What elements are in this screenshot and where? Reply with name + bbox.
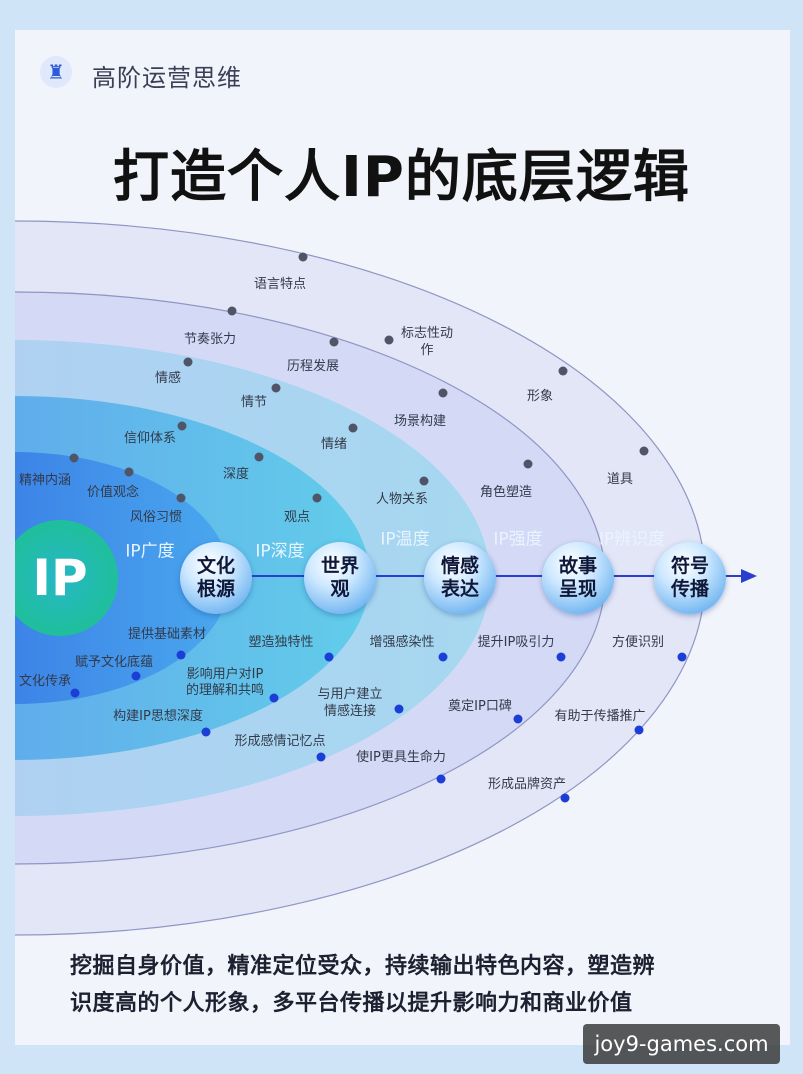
dot-marker — [329, 337, 339, 347]
dot-marker — [269, 693, 279, 703]
label: 深度 — [222, 467, 250, 482]
label: 与用户建立 — [317, 687, 383, 702]
dot-marker — [69, 453, 79, 463]
label: 历程发展 — [286, 359, 340, 374]
section-label: IP温度 — [380, 529, 430, 550]
label: 形成感情记忆点 — [234, 734, 326, 749]
dot-marker — [384, 335, 394, 345]
arrow-head-icon — [741, 569, 757, 583]
dot-marker — [176, 493, 186, 503]
dot-marker — [183, 357, 193, 367]
label: 的理解和共鸣 — [185, 683, 265, 698]
label: 角色塑造 — [479, 485, 533, 500]
ip-core-label: IP — [32, 549, 88, 607]
summary-line-1: 挖掘自身价值，精准定位受众，持续输出特色内容，塑造辨 — [70, 954, 656, 979]
node-text: 符号 — [670, 555, 709, 577]
dot-marker — [438, 388, 448, 398]
label: 有助于传播推广 — [554, 709, 646, 724]
label: 方便识别 — [611, 635, 665, 650]
label: 节奏张力 — [183, 332, 237, 347]
label: 增强感染性 — [369, 635, 435, 650]
node-emotion-expression: 情感表达 — [424, 542, 496, 614]
label: 情感连接 — [323, 704, 377, 719]
label: 道具 — [606, 472, 634, 487]
dot-marker — [324, 652, 334, 662]
dot-marker — [523, 459, 533, 469]
label: 场景构建 — [393, 414, 447, 429]
node-text: 文化 — [196, 555, 235, 577]
dot-marker — [419, 476, 429, 486]
dot-marker — [298, 252, 308, 262]
dot-marker — [438, 652, 448, 662]
node-worldview: 世界观 — [304, 542, 376, 614]
dot-marker — [634, 725, 644, 735]
watermark: joy9-games.com — [583, 1024, 780, 1064]
label: 情绪 — [320, 437, 348, 452]
label: 人物关系 — [375, 492, 429, 507]
label: 标志性动 — [400, 326, 454, 341]
dot-marker — [254, 452, 264, 462]
node-text: 故事 — [558, 555, 597, 577]
chess-rook-icon: ♜ — [40, 56, 72, 88]
label: 影响用户对IP — [186, 667, 264, 682]
label: 构建IP思想深度 — [113, 709, 203, 724]
dot-marker — [513, 714, 523, 724]
section-label: IP广度 — [125, 541, 175, 562]
label: 精神内涵 — [18, 473, 72, 488]
ip-core-circle — [15, 520, 118, 636]
dot-marker — [558, 366, 568, 376]
section-label: IP辨识度 — [598, 529, 666, 550]
node-text: 呈现 — [558, 578, 597, 600]
dot-marker — [436, 774, 446, 784]
node-text: 情感 — [440, 555, 479, 577]
label: 风俗习惯 — [129, 510, 183, 525]
label: 作 — [420, 343, 434, 358]
label: 语言特点 — [253, 277, 307, 292]
dot-marker — [556, 652, 566, 662]
dot-marker — [124, 467, 134, 477]
label: 使IP更具生命力 — [356, 750, 446, 765]
summary-line-2: 识度高的个人形象，多平台传播以提升影响力和商业价值 — [70, 991, 633, 1016]
node-story: 故事呈现 — [542, 542, 614, 614]
label: 文化传承 — [18, 674, 72, 689]
ring-1 — [15, 452, 230, 704]
node-text: 根源 — [196, 578, 235, 600]
node-text: 观 — [330, 578, 350, 600]
section-label: IP强度 — [493, 529, 543, 550]
dot-marker — [271, 383, 281, 393]
label: 情节 — [240, 395, 268, 410]
dot-marker — [176, 650, 186, 660]
dot-marker — [201, 727, 211, 737]
dot-marker — [70, 688, 80, 698]
node-text: 表达 — [440, 578, 479, 600]
dot-marker — [177, 421, 187, 431]
label: 奠定IP口碑 — [448, 699, 512, 714]
label: 提供基础素材 — [127, 627, 207, 642]
label: 塑造独特性 — [248, 635, 314, 650]
dot-marker — [560, 793, 570, 803]
dot-marker — [394, 704, 404, 714]
label: 形象 — [526, 389, 554, 404]
label: 观点 — [283, 510, 311, 525]
dot-marker — [131, 671, 141, 681]
label: 价值观念 — [86, 485, 140, 500]
label: 信仰体系 — [123, 431, 177, 446]
node-culture-root: 文化根源 — [180, 542, 252, 614]
section-label: IP深度 — [255, 541, 305, 562]
node-text: 传播 — [670, 578, 709, 600]
dot-marker — [677, 652, 687, 662]
label: 情感 — [154, 371, 182, 386]
brand-name: 高阶运营思维 — [92, 64, 242, 92]
dot-marker — [312, 493, 322, 503]
dot-marker — [227, 306, 237, 316]
dot-marker — [348, 423, 358, 433]
label: 形成品牌资产 — [487, 777, 567, 792]
node-text: 世界 — [320, 555, 359, 577]
node-symbol-spread: 符号传播 — [654, 542, 726, 614]
dot-marker — [316, 752, 326, 762]
page-title: 打造个人IP的底层逻辑 — [113, 145, 690, 210]
label: 提升IP吸引力 — [477, 635, 555, 650]
label: 赋予文化底蕴 — [74, 655, 154, 670]
dot-marker — [639, 446, 649, 456]
